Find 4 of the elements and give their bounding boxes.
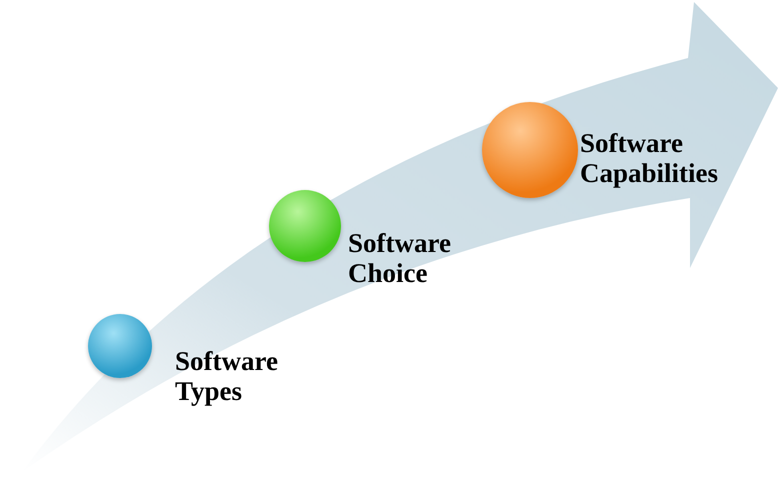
step-label: Software Choice (348, 228, 452, 288)
step-label: Software Types (175, 346, 279, 406)
step-label: Software Capabilities (580, 128, 720, 188)
sphere-marker (88, 314, 152, 378)
